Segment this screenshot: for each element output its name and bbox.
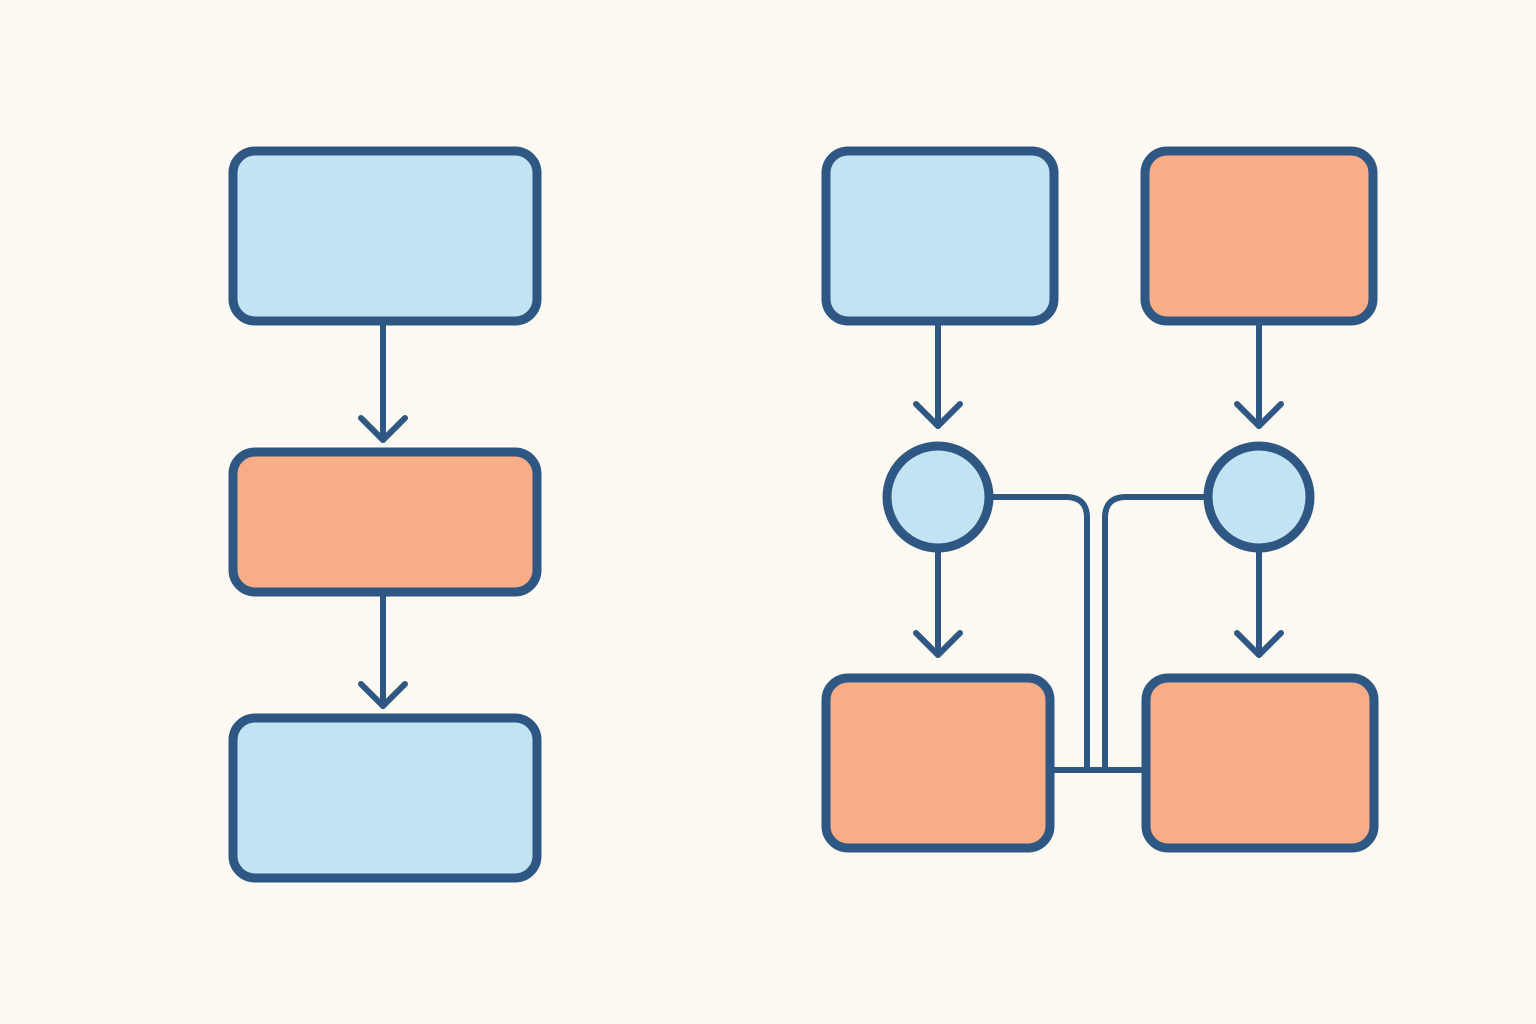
circle-node-c1 (882, 441, 994, 553)
arrowhead-r2-to-c2 (1234, 401, 1284, 429)
box-node-r1 (821, 146, 1059, 326)
arrowhead-l2-to-l3 (358, 681, 408, 709)
box-node-l3 (228, 713, 542, 883)
node-circle (1203, 441, 1315, 553)
node-circle (882, 441, 994, 553)
box-node-r2 (1140, 146, 1378, 326)
node-box (1140, 146, 1378, 326)
nodes-layer (228, 146, 1379, 883)
connector-c2-to-r3 (1047, 494, 1211, 773)
connector-c1-to-r4 (986, 494, 1149, 773)
edges-layer (358, 318, 1284, 773)
box-node-l1 (228, 146, 542, 326)
box-node-l2 (228, 447, 542, 597)
node-box (228, 447, 542, 597)
box-node-r3 (821, 673, 1055, 853)
arrowhead-c2-to-r4 (1234, 630, 1284, 658)
node-box (821, 146, 1059, 326)
arrowhead-r1-to-c1 (913, 401, 963, 429)
arrowhead-l1-to-l2 (358, 415, 408, 443)
node-box (1141, 673, 1379, 853)
circle-node-c2 (1203, 441, 1315, 553)
node-box (821, 673, 1055, 853)
box-node-r4 (1141, 673, 1379, 853)
arrowhead-c1-to-r3 (913, 630, 963, 658)
node-box (228, 146, 542, 326)
node-box (228, 713, 542, 883)
